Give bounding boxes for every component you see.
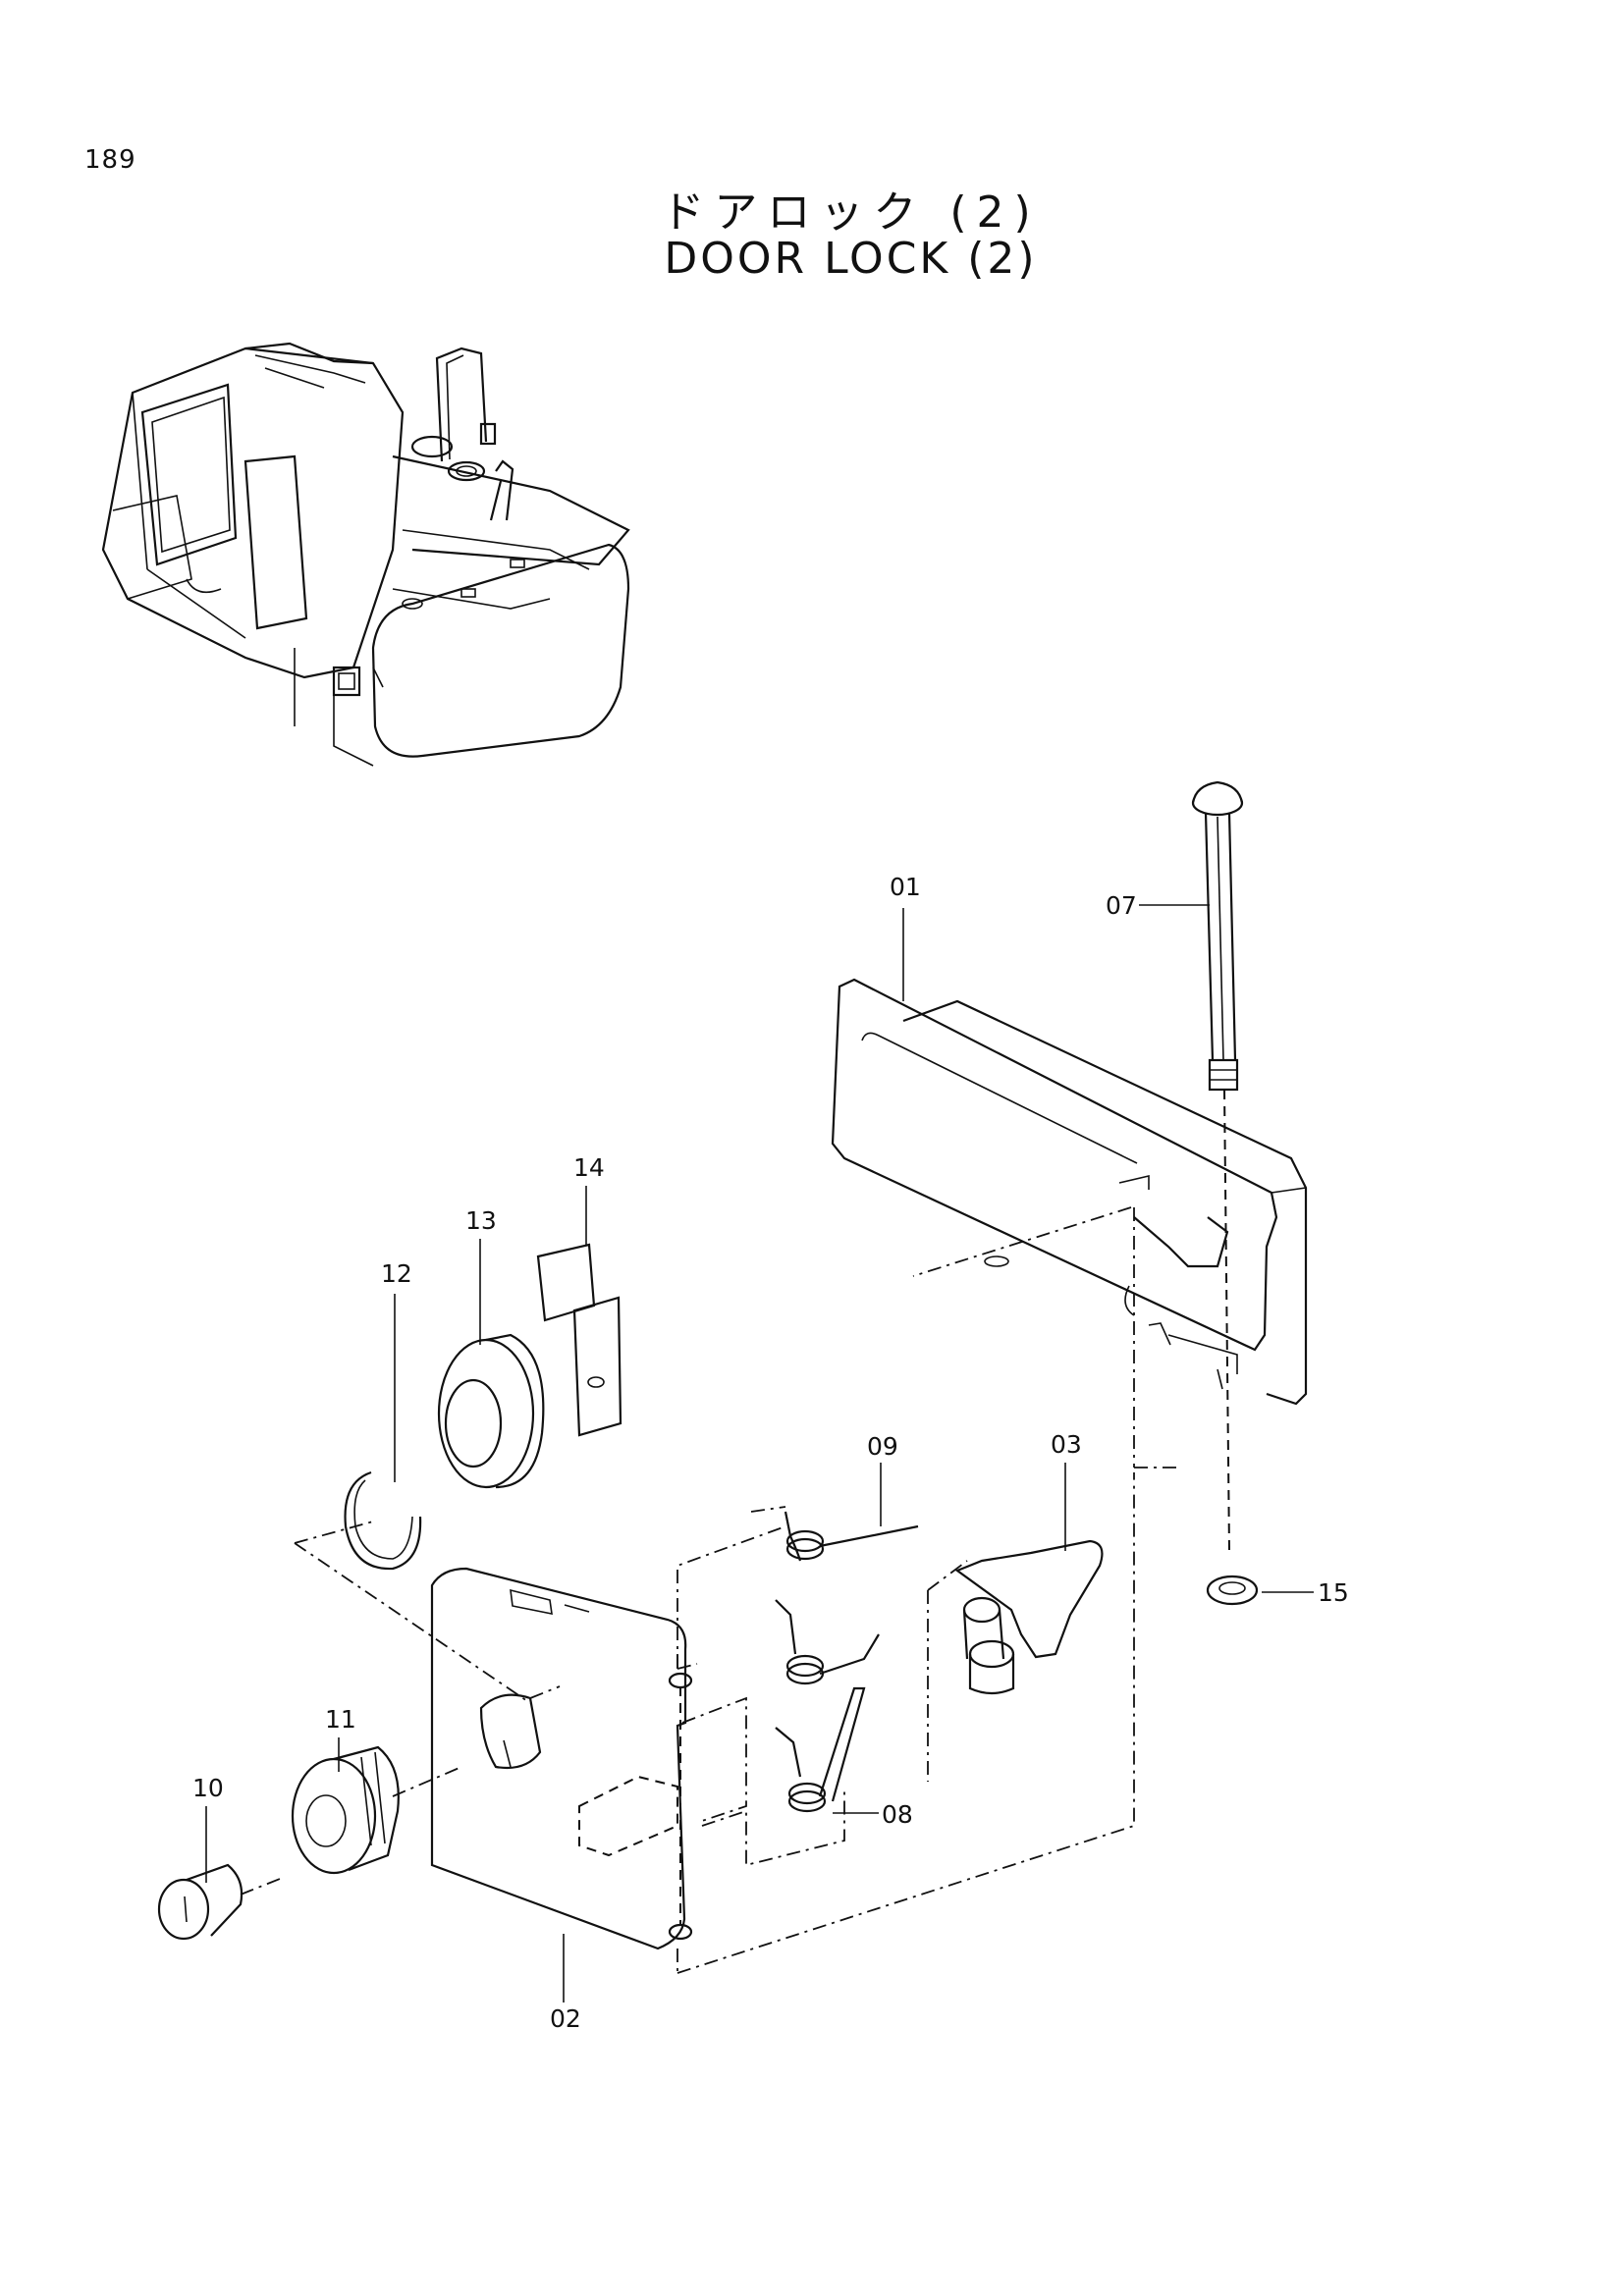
excavator-overview-icon	[101, 342, 630, 767]
part-07-pin	[1191, 780, 1244, 1552]
page-number: 189	[84, 145, 136, 175]
part-08-spring-upper	[775, 1599, 880, 1685]
callout-10: 10	[192, 1774, 224, 1802]
callout-13: 13	[465, 1206, 497, 1235]
callout-09: 09	[867, 1432, 898, 1461]
callout-12: 12	[381, 1259, 412, 1288]
part-12-snap-ring	[344, 1470, 422, 1571]
part-08-spring-lower	[775, 1686, 866, 1813]
part-11-cylinder	[291, 1745, 462, 1875]
part-01-housing	[831, 978, 1308, 1468]
part-14-plate	[536, 1243, 622, 1437]
callout-15: 15	[1318, 1578, 1349, 1607]
part-09-spring	[750, 1506, 919, 1562]
part-13-grommet	[437, 1333, 545, 1489]
callout-08: 08	[882, 1800, 913, 1829]
page-title-japanese: ドアロック (2)	[661, 187, 1041, 238]
page-title-english: DOOR LOCK (2)	[664, 234, 1038, 284]
callout-03: 03	[1051, 1430, 1082, 1459]
callout-02: 02	[550, 2004, 581, 2033]
part-03-latch-lever	[927, 1539, 1104, 1782]
part-02-lock-body	[294, 1472, 1135, 1974]
callout-07: 07	[1106, 891, 1137, 920]
part-15-ring	[1206, 1575, 1259, 1606]
leader-lines	[205, 904, 1314, 2002]
part-10-key-cylinder	[157, 1863, 286, 1941]
callout-11: 11	[325, 1705, 356, 1734]
callout-14: 14	[573, 1153, 605, 1182]
callout-01: 01	[890, 873, 921, 901]
